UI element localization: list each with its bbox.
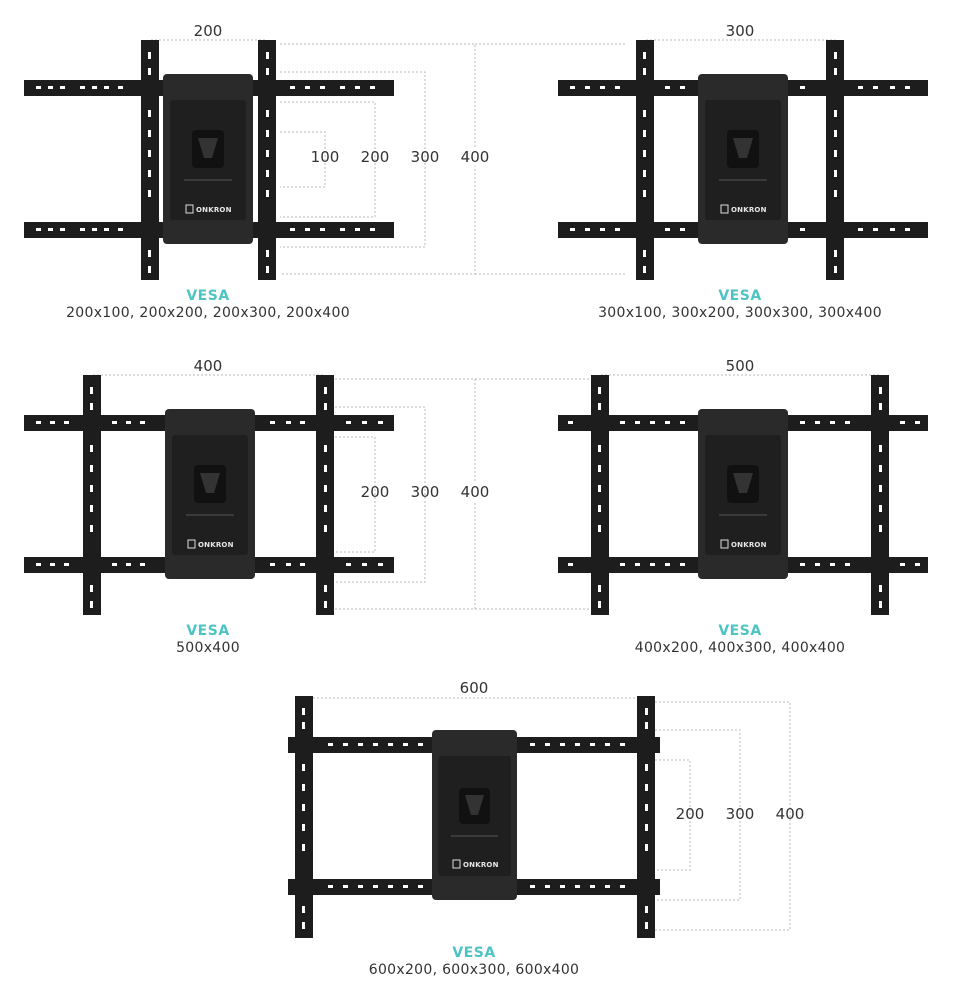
width-label: 200 bbox=[193, 22, 223, 40]
height-label-400: 400 bbox=[775, 805, 805, 823]
width-label: 300 bbox=[725, 22, 755, 40]
brand-logo: ONKRON bbox=[463, 861, 499, 869]
mount-diagram-vesa-500: ONKRON 500 VESA 400x200, 400x300, 400x40… bbox=[475, 335, 970, 665]
vesa-sizes: 600x200, 600x300, 600x400 bbox=[368, 962, 580, 978]
width-label: 500 bbox=[725, 357, 755, 375]
height-label-100: 100 bbox=[310, 148, 340, 166]
mount-diagram-vesa-600: ONKRON 600 200 300 400 VESA 600x200, 600… bbox=[260, 660, 820, 995]
height-label-200: 200 bbox=[360, 148, 390, 166]
mount-illustration: ONKRON bbox=[24, 374, 476, 615]
width-label: 400 bbox=[193, 357, 223, 375]
mount-diagram-vesa-400: ONKRON 400 200 300 400 VESA 500x400 bbox=[0, 335, 493, 665]
mount-illustration: ONKRON bbox=[288, 696, 791, 938]
height-label-400: 400 bbox=[457, 483, 493, 501]
mount-diagram-vesa-200: ONKRON 200 100 200 300 400 VESA 200x100,… bbox=[0, 0, 493, 330]
mount-diagram-vesa-300: ONKRON 300 VESA 300x100, 300x200, 300x30… bbox=[475, 0, 970, 330]
vesa-sizes: 500x400 bbox=[176, 640, 240, 656]
height-label-300: 300 bbox=[410, 148, 440, 166]
mount-illustration: ONKRON bbox=[475, 374, 928, 615]
vesa-label: VESA bbox=[186, 288, 230, 304]
height-label-400: 400 bbox=[457, 148, 493, 166]
vesa-sizes: 400x200, 400x300, 400x400 bbox=[634, 640, 846, 656]
mount-illustration: ONKRON bbox=[475, 39, 928, 280]
brand-logo: ONKRON bbox=[731, 206, 767, 214]
height-label-300: 300 bbox=[410, 483, 440, 501]
mount-illustration: ONKRON bbox=[24, 39, 476, 280]
height-label-300: 300 bbox=[725, 805, 755, 823]
vesa-label: VESA bbox=[452, 945, 496, 961]
vesa-label: VESA bbox=[186, 623, 230, 639]
vesa-sizes: 300x100, 300x200, 300x300, 300x400 bbox=[598, 305, 882, 321]
vesa-label: VESA bbox=[718, 623, 762, 639]
brand-logo: ONKRON bbox=[198, 541, 234, 549]
vesa-label: VESA bbox=[718, 288, 762, 304]
width-label: 600 bbox=[459, 679, 489, 697]
brand-logo: ONKRON bbox=[731, 541, 767, 549]
brand-logo: ONKRON bbox=[196, 206, 232, 214]
height-label-200: 200 bbox=[675, 805, 705, 823]
vesa-sizes: 200x100, 200x200, 200x300, 200x400 bbox=[66, 305, 350, 321]
height-label-200: 200 bbox=[360, 483, 390, 501]
